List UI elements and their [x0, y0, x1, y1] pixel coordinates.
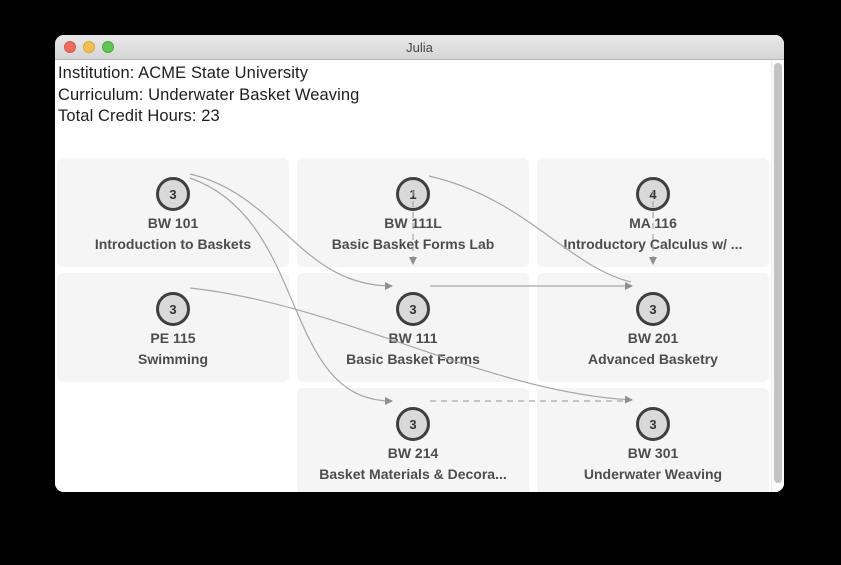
julia-app-window: Julia Institution: ACME State University… — [55, 35, 784, 492]
close-button[interactable] — [64, 41, 76, 53]
curriculum-text: Curriculum: Underwater Basket Weaving — [58, 85, 360, 104]
course-code: PE 115 — [150, 330, 196, 346]
title-bar[interactable]: Julia — [55, 35, 784, 60]
course-code: MA 116 — [629, 215, 677, 231]
course-node-bw214[interactable]: 3 — [396, 407, 430, 441]
course-node-bw111[interactable]: 3 — [396, 292, 430, 326]
course-code: BW 301 — [627, 445, 679, 461]
course-title: Advanced Basketry — [588, 351, 718, 367]
window-title: Julia — [406, 39, 433, 55]
credit-count: 3 — [649, 301, 657, 317]
credit-hours-text: Total Credit Hours: 23 — [58, 107, 220, 125]
course-card-bw111l: 1 BW 111L Basic Basket Forms Lab — [297, 158, 529, 267]
course-title: Basket Materials & Decora... — [319, 466, 507, 482]
course-node-bw301[interactable]: 3 — [636, 407, 670, 441]
course-title: Swimming — [137, 351, 208, 367]
vertical-scrollbar[interactable] — [771, 60, 784, 492]
course-title: Basic Basket Forms — [346, 351, 480, 367]
scrollbar-thumb[interactable] — [774, 63, 782, 483]
traffic-lights — [64, 35, 114, 59]
credit-count: 3 — [169, 301, 177, 317]
course-node-pe115[interactable]: 3 — [156, 292, 190, 326]
credit-count: 3 — [409, 301, 417, 317]
zoom-button[interactable] — [102, 41, 114, 53]
course-code: BW 214 — [387, 445, 439, 461]
curriculum-header: Institution: ACME State University Curri… — [58, 63, 359, 128]
course-code: BW 101 — [147, 215, 199, 231]
course-title: Introductory Calculus w/ ... — [563, 236, 743, 252]
credit-count: 4 — [649, 186, 657, 202]
course-title: Introduction to Baskets — [94, 236, 252, 252]
institution-text: Institution: ACME State University — [58, 64, 309, 82]
course-node-bw201[interactable]: 3 — [636, 292, 670, 326]
course-code: BW 111L — [384, 215, 442, 231]
course-code: BW 111 — [388, 330, 438, 346]
credit-count: 3 — [409, 416, 417, 432]
course-node-bw111l[interactable]: 1 — [396, 177, 430, 211]
credit-count: 3 — [169, 186, 177, 202]
minimize-button[interactable] — [83, 41, 95, 53]
course-code: BW 201 — [627, 330, 679, 346]
course-node-bw101[interactable]: 3 — [156, 177, 190, 211]
course-title: Underwater Weaving — [583, 466, 723, 482]
course-title: Basic Basket Forms Lab — [331, 236, 495, 252]
curriculum-canvas: Institution: ACME State University Curri… — [55, 60, 784, 492]
credit-count: 1 — [409, 186, 417, 202]
credit-count: 3 — [649, 416, 657, 432]
course-node-ma116[interactable]: 4 — [636, 177, 670, 211]
